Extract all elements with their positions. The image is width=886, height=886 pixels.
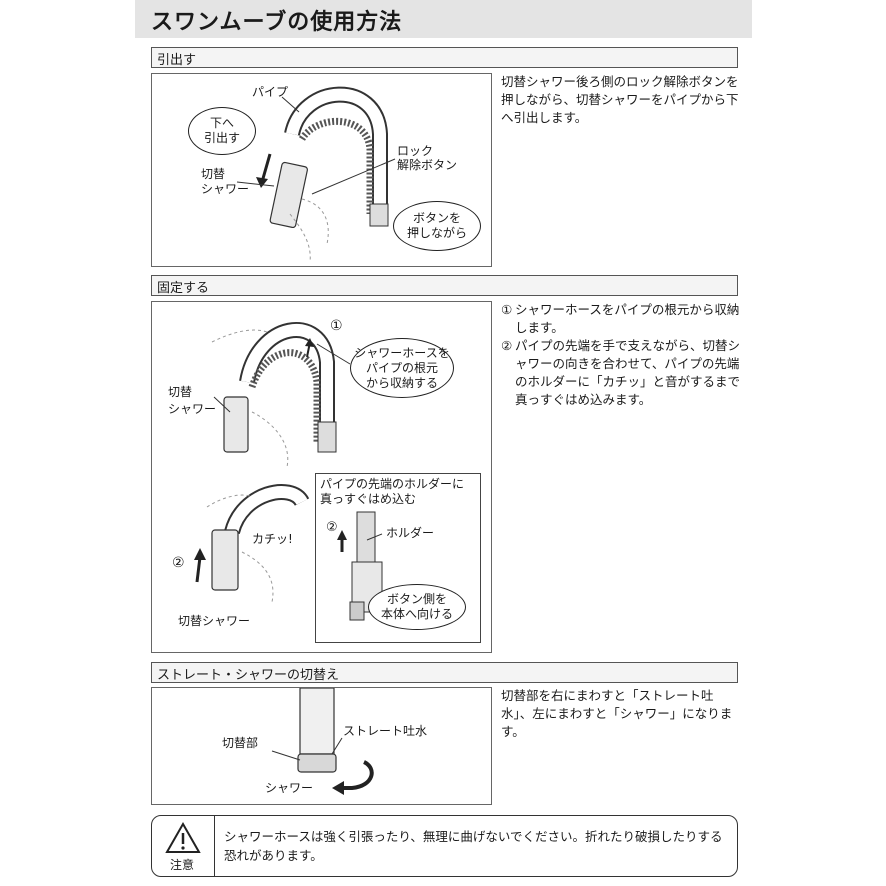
switch-shower-full-label: 切替シャワー (178, 614, 251, 628)
lock-button-label: ロック 解除ボタン (397, 144, 458, 172)
caution-divider (214, 816, 215, 876)
pull-out-description: 切替シャワー後ろ側のロック解除ボタンを押しながら、切替シャワーをパイプから下へ引… (501, 73, 741, 127)
straight-label: ストレート吐水 (343, 724, 428, 738)
button-side-bubble: ボタン側を 本体へ向ける (368, 584, 466, 630)
switch-description: 切替部を右にまわすと「ストレート吐水」、左にまわすと「シャワー」になります。 (501, 687, 741, 741)
shower-label: シャワー (265, 781, 314, 795)
step-text: パイプの先端を手で支えながら、切替シャワーの向きを合わせて、パイプの先端のホルダ… (515, 338, 741, 407)
section-header-pull-out: 引出す (151, 47, 738, 68)
section-heading: ストレート・シャワーの切替え (157, 668, 340, 683)
section-heading: 引出す (157, 53, 197, 68)
section-header-fix: 固定する (151, 275, 738, 296)
caution-text: シャワーホースは強く引張ったり、無理に曲げないでください。折れたり破損したりする… (224, 829, 723, 863)
pull-down-bubble: 下へ 引出す (188, 107, 256, 155)
page-title: スワンムーブの使用方法 (151, 10, 403, 35)
fix-illustration: ① 切替 シャワー シャワーホースを パイプの根元 から収納する カチッ! ② … (151, 301, 492, 653)
holder-label: ホルダー (386, 526, 435, 540)
step1-marker: ① (330, 318, 343, 334)
inset-step2-marker: ② (326, 520, 338, 535)
switch-drawing (271, 688, 374, 795)
store-hose-bubble: シャワーホースを パイプの根元 から収納する (350, 338, 454, 398)
faucet-pull-out-drawing (236, 86, 396, 263)
step2-marker: ② (172, 555, 185, 571)
caution-box: 注意 シャワーホースは強く引張ったり、無理に曲げないでください。折れたり破損した… (151, 815, 738, 877)
click-sound-label: カチッ! (252, 532, 293, 546)
press-button-bubble: ボタンを 押しながら (393, 201, 481, 251)
caution-label: 注意 (170, 858, 195, 872)
description-text: 切替部を右にまわすと「ストレート吐水」、左にまわすと「シャワー」になります。 (501, 688, 733, 739)
description-text: 切替シャワー後ろ側のロック解除ボタンを押しながら、切替シャワーをパイプから下へ引… (501, 74, 739, 125)
pipe-label: パイプ (252, 85, 289, 99)
switch-part-label: 切替部 (222, 736, 259, 750)
inset-title: パイプの先端のホルダーに 真っすぐはめ込む (320, 477, 465, 506)
step-text: シャワーホースをパイプの根元から収納します。 (515, 302, 740, 335)
holder-inset: パイプの先端のホルダーに 真っすぐはめ込む ② ホルダー ボタン側を 本体へ向け… (315, 473, 481, 643)
faucet-fix-drawing (194, 322, 383, 621)
step-number: ① (501, 302, 513, 317)
warning-icon (165, 821, 201, 853)
switch-illustration: 切替部 ストレート吐水 シャワー (151, 687, 492, 805)
pull-out-illustration: パイプ ロック 解除ボタン 切替 シャワー 下へ 引出す ボタンを 押しながら (151, 73, 492, 267)
switch-shower-label: 切替 シャワー (201, 167, 250, 196)
section-heading: 固定する (157, 281, 210, 296)
title-bar: スワンムーブの使用方法 (135, 0, 752, 38)
section-header-switch: ストレート・シャワーの切替え (151, 662, 738, 683)
step-number: ② (501, 338, 513, 353)
switch-shower-label: 切替 シャワー (168, 385, 217, 416)
